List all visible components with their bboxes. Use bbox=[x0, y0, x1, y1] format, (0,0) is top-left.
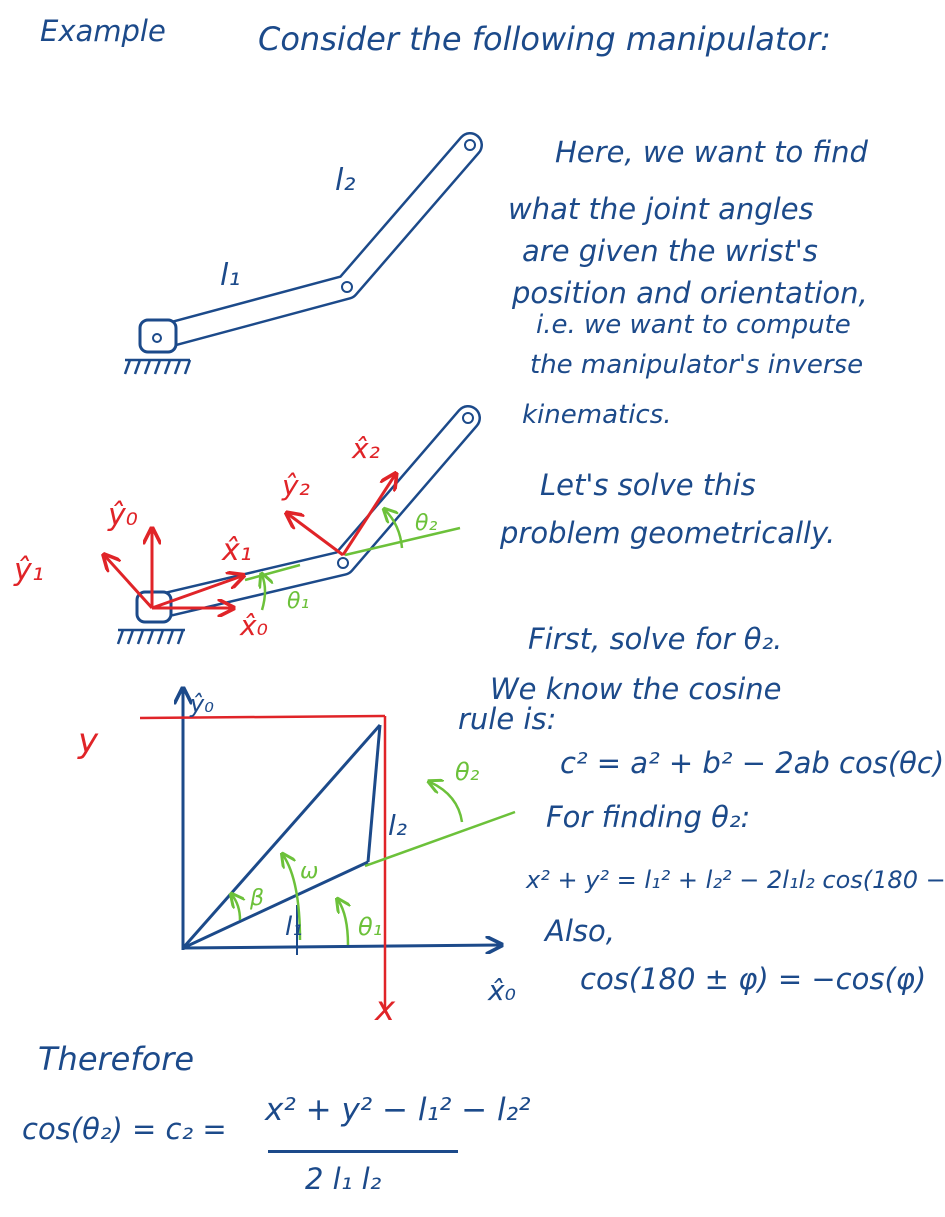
finding-text: For finding θ₂: bbox=[546, 800, 751, 834]
cosine-rule: c² = a² + b² − 2ab cos(θc). bbox=[560, 746, 945, 780]
label-x0-axis: x̂₀ bbox=[487, 974, 516, 1007]
fraction-bar bbox=[268, 1150, 458, 1153]
label-x: x bbox=[374, 989, 396, 1029]
intro-text: Consider the following manipulator: bbox=[258, 20, 831, 58]
label-y0-axis: ŷ₀ bbox=[189, 690, 214, 718]
label-l2: l₂ bbox=[335, 163, 355, 198]
label-y0: ŷ₀ bbox=[107, 498, 138, 533]
label-theta1-geom: θ₁ bbox=[358, 913, 382, 941]
label-theta2-geom: θ₂ bbox=[455, 758, 480, 786]
label-y1: ŷ₁ bbox=[13, 553, 44, 588]
equation1: x² + y² = l₁² + l₂² − 2l₁l₂ cos(180 − φ) bbox=[526, 866, 945, 894]
paragraph1-line1: Here, we want to find bbox=[555, 135, 868, 169]
label-theta2: θ₂ bbox=[415, 511, 437, 536]
label-omega: ω bbox=[300, 859, 318, 884]
label-y: y bbox=[77, 721, 99, 761]
final-lhs: cos(θ₂) = c₂ = bbox=[22, 1112, 227, 1146]
manipulator-diagram-2: ŷ₀ ŷ₁ x̂₁ x̂₀ θ₁ ŷ₂ x̂₂ θ₂ bbox=[13, 405, 481, 645]
label-x0: x̂₀ bbox=[239, 609, 268, 642]
therefore-text: Therefore bbox=[38, 1040, 195, 1078]
paragraph1-line3: are given the wrist's bbox=[522, 234, 818, 268]
also-text: Also, bbox=[545, 914, 615, 948]
paragraph2-line2: problem geometrically. bbox=[500, 516, 836, 550]
paragraph2-line1: Let's solve this bbox=[540, 468, 756, 502]
label-x2: x̂₂ bbox=[351, 432, 380, 465]
final-denominator: 2 l₁ l₂ bbox=[305, 1162, 382, 1196]
geometry-diagram: ŷ₀ y x x̂₀ l₁ l₂ θ₁ θ₂ β ω bbox=[77, 690, 516, 1029]
label-theta1: θ₁ bbox=[287, 589, 309, 614]
label-l1: l₁ bbox=[220, 258, 240, 293]
final-numerator: x² + y² − l₁² − l₂² bbox=[265, 1092, 531, 1128]
label-beta: β bbox=[249, 886, 264, 911]
label-l1-geom: l₁ bbox=[285, 912, 303, 942]
label-l2-geom: l₂ bbox=[388, 809, 407, 842]
title: Example bbox=[40, 14, 166, 48]
cosine-intro-line2: rule is: bbox=[458, 702, 557, 736]
paragraph1-line2: what the joint angles bbox=[508, 192, 814, 226]
step1-text: First, solve for θ₂. bbox=[528, 622, 783, 656]
cosine-intro-line1: We know the cosine bbox=[490, 672, 782, 706]
label-x1: x̂₁ bbox=[221, 533, 252, 568]
equation2: cos(180 ± φ) = −cos(φ) bbox=[580, 962, 927, 996]
paragraph1-line4: position and orientation, bbox=[512, 276, 868, 310]
paragraph1-line7: kinematics. bbox=[522, 400, 672, 430]
paragraph1-line6: the manipulator's inverse bbox=[530, 350, 864, 380]
label-y2: ŷ₂ bbox=[281, 469, 310, 502]
paragraph1-line5: i.e. we want to compute bbox=[536, 310, 851, 340]
manipulator-diagram-1: l₁ l₂ bbox=[123, 132, 483, 375]
